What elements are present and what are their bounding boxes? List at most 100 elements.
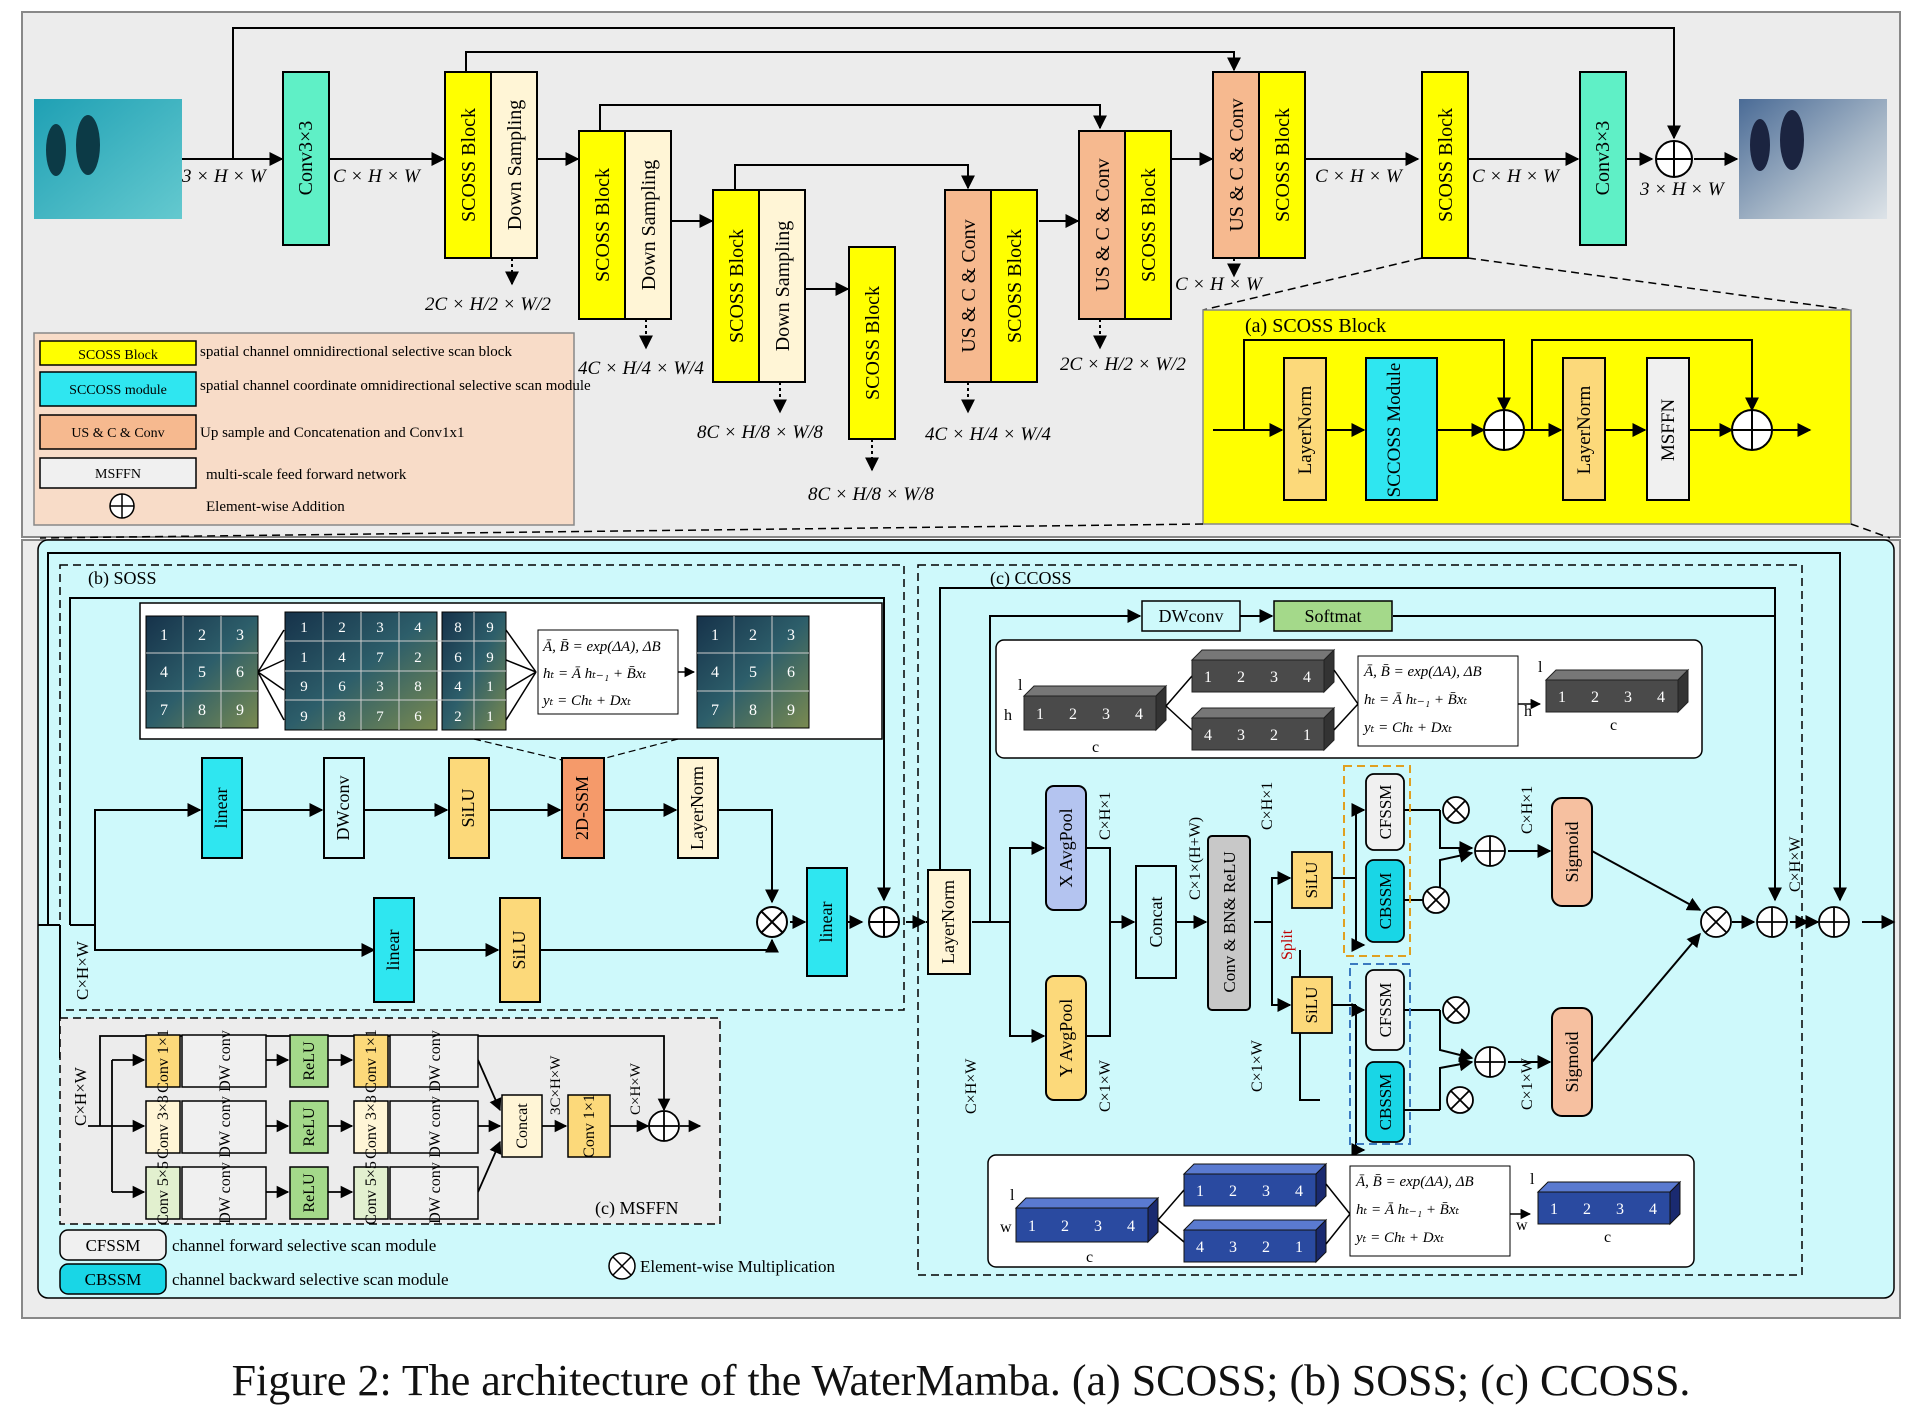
svg-text:CBSSM: CBSSM: [85, 1270, 142, 1289]
svg-text:9: 9: [486, 650, 494, 666]
svg-text:SiLU: SiLU: [1302, 862, 1321, 899]
svg-text:CFSSM: CFSSM: [1376, 785, 1395, 840]
svg-text:4: 4: [1196, 1239, 1204, 1256]
svg-text:(b) SOSS: (b) SOSS: [88, 568, 157, 589]
svg-text:8: 8: [454, 620, 462, 636]
svg-text:6: 6: [414, 709, 422, 725]
svg-text:3: 3: [376, 620, 384, 636]
svg-text:Up sample and Concatenation an: Up sample and Concatenation and Conv1x1: [200, 425, 465, 441]
svg-text:C×1×W: C×1×W: [1097, 1059, 1114, 1112]
svg-text:Ā, B̄ = exp(ΔA), ΔB: Ā, B̄ = exp(ΔA), ΔB: [1363, 664, 1482, 680]
svg-text:4: 4: [414, 620, 422, 636]
svg-text:h: h: [1004, 707, 1012, 724]
soss-panel: (b) SOSS C×H×W 1 2 3 4 5 6 7 8 9: [59, 564, 905, 1011]
scoss-block-4: SCOSS Block: [848, 246, 896, 440]
svg-text:ReLU: ReLU: [301, 1173, 318, 1213]
svg-text:6: 6: [787, 664, 795, 681]
svg-text:4: 4: [1657, 689, 1665, 706]
svg-text:Ā, B̄ = exp(ΔA), ΔB: Ā, B̄ = exp(ΔA), ΔB: [542, 639, 661, 655]
svg-text:linear: linear: [211, 788, 231, 829]
svg-text:US & C & Conv: US & C & Conv: [71, 426, 164, 441]
svg-text:2C × H/2 × W/2: 2C × H/2 × W/2: [1060, 354, 1186, 375]
svg-text:2: 2: [749, 627, 757, 644]
down-sampling-3: Down Sampling: [758, 189, 806, 383]
svg-text:DWconv: DWconv: [1159, 606, 1224, 626]
svg-text:SiLU: SiLU: [1302, 987, 1321, 1024]
svg-text:3: 3: [1102, 706, 1110, 723]
svg-text:2: 2: [1591, 689, 1599, 706]
down-sampling-1: Down Sampling: [490, 71, 538, 259]
svg-text:3C×H×W: 3C×H×W: [548, 1055, 564, 1115]
svg-text:Conv 3×3: Conv 3×3: [363, 1095, 380, 1159]
svg-text:channel forward selective scan: channel forward selective scan module: [172, 1236, 436, 1255]
svg-text:1: 1: [160, 627, 168, 644]
svg-text:DWconv: DWconv: [333, 776, 353, 841]
svg-text:yₜ = Chₜ + Dxₜ: yₜ = Chₜ + Dxₜ: [541, 693, 631, 709]
svg-text:C×1×(H+W): C×1×(H+W): [1187, 817, 1204, 900]
svg-text:6: 6: [236, 664, 244, 681]
svg-text:2: 2: [1583, 1201, 1591, 1218]
svg-text:c: c: [1604, 1229, 1611, 1246]
svg-text:DW conv: DW conv: [217, 1162, 234, 1223]
svg-text:(c) CCOSS: (c) CCOSS: [990, 568, 1072, 589]
svg-text:linear: linear: [816, 902, 836, 943]
svg-text:4: 4: [160, 664, 168, 681]
svg-text:4: 4: [1204, 727, 1212, 744]
svg-text:1: 1: [1196, 1183, 1204, 1200]
svg-text:SCCOSS module: SCCOSS module: [69, 383, 167, 398]
svg-text:4: 4: [1649, 1201, 1657, 1218]
svg-text:linear: linear: [383, 930, 403, 971]
svg-text:2D-SSM: 2D-SSM: [572, 776, 592, 840]
svg-text:2: 2: [1061, 1218, 1069, 1235]
svg-text:2: 2: [454, 709, 462, 725]
scoss-block-2: SCOSS Block: [578, 130, 626, 320]
svg-text:3: 3: [1262, 1183, 1270, 1200]
svg-text:MSFFN: MSFFN: [1658, 399, 1679, 462]
svg-text:7: 7: [376, 709, 384, 725]
usc-block-3: US & C & Conv: [1212, 71, 1260, 259]
svg-text:hₜ = Ā hₜ₋₁ + B̄xₜ: hₜ = Ā hₜ₋₁ + B̄xₜ: [1364, 692, 1468, 708]
svg-text:LayerNorm: LayerNorm: [1295, 385, 1316, 474]
output-add-circle: [1655, 140, 1693, 178]
svg-text:US & C & Conv: US & C & Conv: [958, 219, 980, 352]
svg-text:yₜ = Chₜ + Dxₜ: yₜ = Chₜ + Dxₜ: [1362, 720, 1452, 736]
svg-text:4: 4: [711, 664, 719, 681]
svg-text:ReLU: ReLU: [301, 1041, 318, 1081]
svg-text:C×H×W: C×H×W: [73, 940, 92, 1000]
soss-equations: Ā, B̄ = exp(ΔA), ΔB hₜ = Ā hₜ₋₁ + B̄xₜ y…: [537, 629, 679, 715]
svg-text:w: w: [1000, 1219, 1012, 1236]
svg-text:7: 7: [160, 702, 168, 719]
svg-text:Down Sampling: Down Sampling: [772, 221, 794, 352]
svg-text:8: 8: [414, 679, 422, 695]
svg-text:3 × H × W: 3 × H × W: [1639, 179, 1726, 200]
svg-text:Split: Split: [1279, 929, 1296, 960]
svg-text:2: 2: [1069, 706, 1077, 723]
svg-text:channel backward selective sca: channel backward selective scan module: [172, 1270, 449, 1289]
svg-text:8C × H/8 × W/8: 8C × H/8 × W/8: [697, 422, 823, 443]
svg-text:Conv3×3: Conv3×3: [1592, 121, 1614, 196]
svg-text:Conv 1×1: Conv 1×1: [581, 1094, 598, 1158]
svg-text:spatial channel omnidirectiona: spatial channel omnidirectional selectiv…: [200, 344, 512, 360]
svg-text:1: 1: [1303, 727, 1311, 744]
scoss-block-8: SCOSS Block: [1421, 71, 1469, 259]
svg-text:1: 1: [711, 627, 719, 644]
scoss-block-panel: (a) SCOSS Block LayerNorm SCCOSS Module …: [1202, 257, 1852, 525]
svg-text:3: 3: [1616, 1201, 1624, 1218]
svg-text:3: 3: [236, 627, 244, 644]
svg-text:C × H × W: C × H × W: [1175, 274, 1264, 295]
conv-out-block: Conv3×3: [1579, 71, 1627, 246]
svg-text:Conv 5×5: Conv 5×5: [363, 1161, 380, 1225]
svg-text:4: 4: [1127, 1218, 1135, 1235]
svg-text:C×H×1: C×H×1: [1259, 782, 1276, 830]
svg-text:2: 2: [1270, 727, 1278, 744]
svg-text:Element-wise Addition: Element-wise Addition: [206, 499, 345, 515]
svg-text:3: 3: [1229, 1239, 1237, 1256]
scoss-block-6: SCOSS Block: [1124, 130, 1172, 320]
svg-text:1: 1: [1028, 1218, 1036, 1235]
down-sampling-2: Down Sampling: [624, 130, 672, 320]
svg-text:5: 5: [749, 664, 757, 681]
svg-text:8: 8: [749, 702, 757, 719]
svg-text:4: 4: [338, 650, 346, 666]
